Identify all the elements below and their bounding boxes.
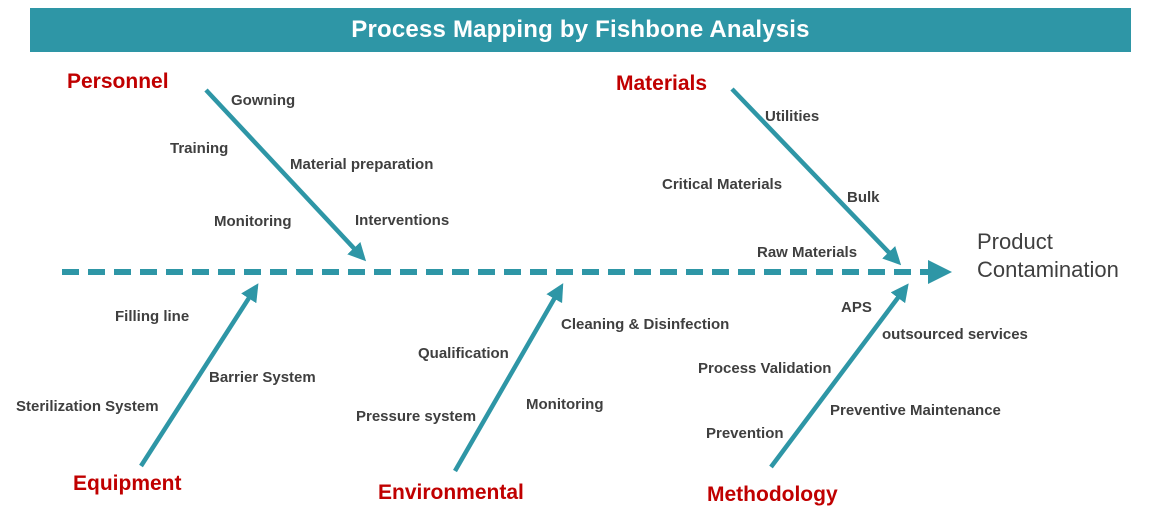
materials-branch-arrow xyxy=(730,87,902,266)
cause-label-interventions: Interventions xyxy=(355,212,450,229)
title-bar: Process Mapping by Fishbone Analysis xyxy=(30,8,1131,52)
cause-label-utilities: Utilities xyxy=(765,108,820,125)
cause-label-monitoring-personnel: Monitoring xyxy=(214,213,292,230)
cause-label-barrier-system: Barrier System xyxy=(209,369,316,386)
equipment-branch-arrow xyxy=(139,283,259,468)
methodology-branch-arrow xyxy=(769,283,909,469)
cause-label-raw-materials: Raw Materials xyxy=(757,244,858,261)
cause-label-process-validation: Process Validation xyxy=(698,360,832,377)
cause-label-cleaning-disinfection: Cleaning & Disinfection xyxy=(561,316,730,333)
diagram-title: Process Mapping by Fishbone Analysis xyxy=(351,16,810,43)
cause-label-training: Training xyxy=(170,140,229,157)
category-label-methodology: Methodology xyxy=(707,483,838,506)
cause-label-qualification: Qualification xyxy=(418,345,509,362)
cause-label-material-preparation: Material preparation xyxy=(290,156,434,173)
personnel-branch-arrow xyxy=(204,88,367,262)
effect-line-1: Product xyxy=(977,229,1053,254)
effect-line-2: Contamination xyxy=(977,256,1119,282)
environmental-branch-arrow xyxy=(453,283,564,473)
cause-label-monitoring-environmental: Monitoring xyxy=(526,396,604,413)
cause-label-gowning: Gowning xyxy=(231,92,296,109)
effect-label: Product Contamination xyxy=(977,228,1119,284)
cause-label-prevention: Prevention xyxy=(706,425,784,442)
cause-label-bulk: Bulk xyxy=(847,189,880,206)
cause-label-critical-materials: Critical Materials xyxy=(662,176,783,193)
cause-label-filling-line: Filling line xyxy=(115,308,190,325)
category-label-materials: Materials xyxy=(616,72,708,95)
category-label-environmental: Environmental xyxy=(378,481,524,504)
cause-label-aps: APS xyxy=(841,299,872,316)
cause-label-pressure-system: Pressure system xyxy=(356,408,477,425)
cause-label-outsourced-services: outsourced services xyxy=(882,326,1028,343)
category-label-personnel: Personnel xyxy=(67,70,169,93)
category-label-equipment: Equipment xyxy=(73,472,182,495)
cause-label-preventive-maintenance: Preventive Maintenance xyxy=(830,402,1001,419)
cause-label-sterilization-system: Sterilization System xyxy=(16,398,159,415)
